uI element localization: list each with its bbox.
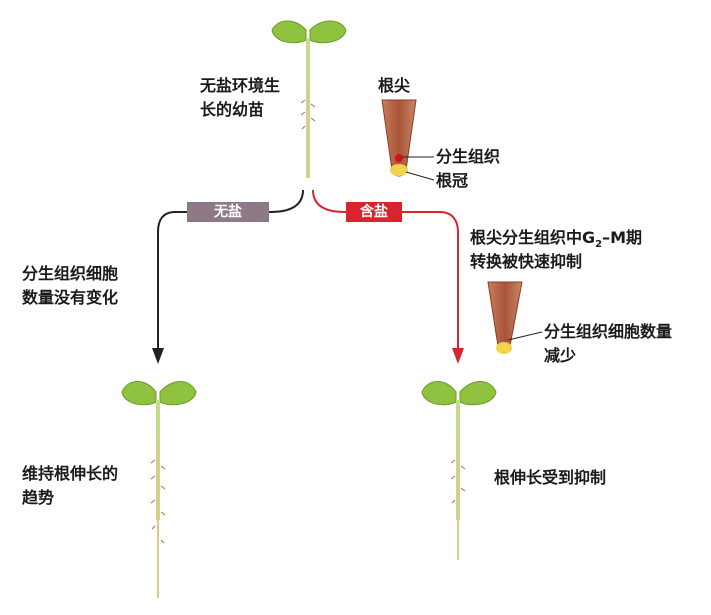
salt-tag-bg (346, 202, 402, 222)
top-seedling-label-line2: 长的幼苗 (200, 100, 265, 119)
salt-arrow-head (452, 348, 464, 364)
salt-branch (312, 189, 464, 364)
right-branch-note-line1: 根尖分生组织中G2–M期 (470, 226, 642, 250)
left-branch-note-line1: 分生组织细胞 (22, 264, 119, 283)
root-cap-label: 根冠 (436, 171, 469, 190)
root-hairs (450, 459, 466, 504)
top-seedling (271, 20, 347, 178)
no-salt-tag: 无盐 (214, 204, 242, 220)
g2m-text-pre: 根尖分生组织中G (470, 228, 596, 247)
right-branch-note-line2: 转换被快速抑制 (470, 252, 583, 271)
salt-arrow-line (312, 189, 459, 350)
reduced-tip-note-line1: 分生组织细胞数量 (544, 322, 673, 341)
g2m-subscript: 2 (595, 239, 603, 251)
right-result: 根伸长受到抑制 (494, 468, 607, 487)
reduced-cap-shape (496, 342, 512, 354)
leaf-left (271, 20, 307, 44)
g2m-text-post: –M期 (602, 228, 643, 247)
root-tip-label: 根尖 (378, 76, 411, 95)
left-seedling (121, 381, 197, 598)
reduced-tip-note-line2: 减少 (544, 346, 577, 365)
left-result-line1: 维持根伸长的 (22, 464, 119, 483)
meristem-label: 分生组织 (436, 147, 501, 166)
reduced-tip-pointer (507, 331, 543, 341)
leaf-right (459, 381, 497, 406)
leaf-right (309, 20, 347, 44)
no-salt-branch (152, 189, 304, 364)
reduced-root-tip (487, 281, 543, 354)
meristem-dot (395, 154, 403, 162)
root-cap-pointer (405, 171, 435, 181)
leaf-right (159, 381, 197, 406)
root-hairs (150, 459, 166, 544)
top-seedling-label-line1: 无盐环境生 (200, 76, 281, 95)
left-result-line2: 趋势 (22, 488, 55, 507)
leaf-left (421, 381, 457, 406)
root-tip-detail (381, 99, 435, 181)
root-hairs (300, 99, 316, 130)
root-cap-shape (390, 164, 408, 176)
left-branch-note-line2: 数量没有变化 (22, 288, 119, 307)
leaf-left (121, 381, 157, 406)
right-seedling (421, 381, 497, 560)
no-salt-arrow-head (152, 348, 164, 364)
no-salt-arrow-line (157, 189, 304, 350)
salt-tag: 含盐 (360, 204, 388, 220)
no-salt-tag-bg (187, 202, 269, 222)
